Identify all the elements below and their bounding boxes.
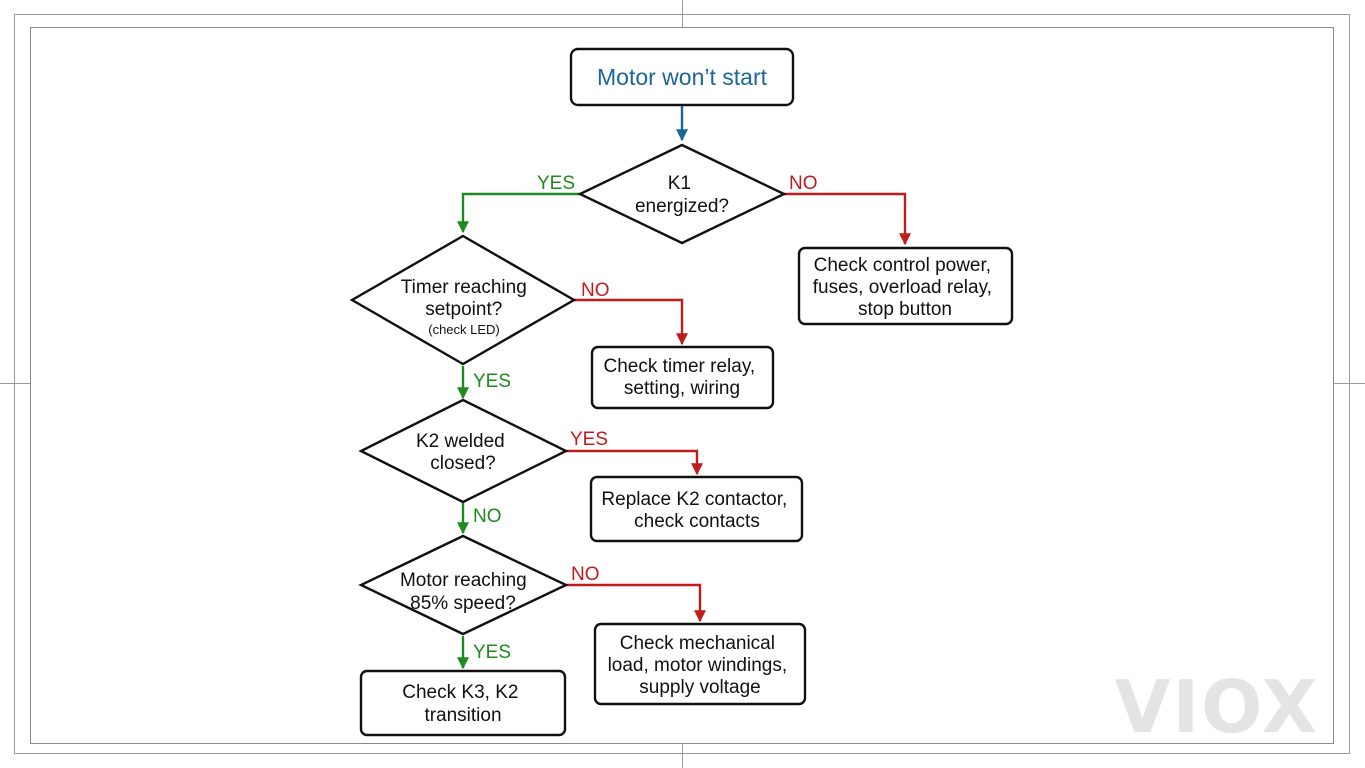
node-replace-k2: Replace K2 contactor, check contacts — [589, 475, 804, 543]
decision-k1-line2: energized? — [635, 196, 729, 217]
decision-k2-welded: K2 welded closed? — [358, 398, 569, 504]
svg-text:Check timer relay, setti: Check timer relay, setting, wiring — [604, 356, 761, 399]
node-check-timer-line2: setting, wiring — [624, 378, 740, 399]
inner-frame — [30, 27, 1334, 744]
decision-k2-line1: K2 welded — [416, 431, 505, 452]
svg-text:Check mechanical load, m: Check mechanical load, motor windings, s… — [608, 633, 793, 698]
label-k2-no: NO — [473, 506, 502, 527]
decision-k1-line1: K1 — [668, 173, 691, 194]
edge-speed-no — [566, 583, 706, 623]
label-timer-yes: YES — [473, 371, 511, 392]
node-replace-k2-line2: check contacts — [634, 511, 760, 532]
node-check-power-line2: fuses, overload relay, — [813, 277, 992, 298]
label-speed-no: NO — [571, 564, 600, 585]
label-timer-no: NO — [581, 280, 610, 301]
svg-text:Check K3, K2 transition: Check K3, K2 transition — [402, 682, 523, 726]
edge-timer-no — [574, 298, 688, 346]
crop-mark-left — [0, 383, 30, 384]
svg-text:K2 welded closed?: K2 welded closed? — [416, 431, 510, 474]
decision-k1: K1 energized? — [577, 143, 787, 245]
crop-mark-bottom — [682, 744, 683, 768]
label-k1-no: NO — [789, 173, 818, 194]
node-start: Motor won’t start — [569, 47, 795, 107]
node-check-control-power: Check control power, fuses, overload rel… — [797, 246, 1014, 326]
node-check-k3-line1: Check K3, K2 — [402, 682, 518, 703]
decision-speed-line2: 85% speed? — [410, 593, 516, 614]
decision-timer-line1: Timer reaching — [401, 277, 527, 298]
decision-timer-line2: setpoint? — [425, 299, 502, 320]
edge-k2-yes — [566, 449, 703, 476]
label-k1-yes: YES — [537, 173, 575, 194]
crop-mark-right — [1334, 383, 1365, 384]
svg-text:K1 energized?: K1 energized? — [635, 173, 729, 217]
node-check-timer-relay: Check timer relay, setting, wiring — [590, 345, 775, 410]
node-replace-k2-line1: Replace K2 contactor, — [601, 489, 787, 510]
decision-timer: Timer reaching setpoint? (check LED) — [349, 234, 577, 366]
decision-motor-speed: Motor reaching 85% speed? — [358, 534, 569, 636]
node-start-text: Motor won’t start — [597, 64, 768, 90]
decision-k2-line2: closed? — [430, 453, 496, 474]
edge-k1-no — [784, 192, 911, 246]
watermark-logo: VIOX — [1115, 665, 1320, 749]
crop-mark-top — [682, 0, 683, 27]
node-check-timer-line1: Check timer relay, — [604, 356, 756, 377]
node-check-power-line3: stop button — [858, 299, 952, 320]
node-check-mech-line3: supply voltage — [639, 677, 760, 698]
svg-text:Check control power, fus: Check control power, fuses, overload rel… — [813, 255, 997, 320]
svg-text:Replace K2 contactor, ch: Replace K2 contactor, check contacts — [601, 489, 792, 532]
decision-speed-line1: Motor reaching — [400, 570, 527, 591]
svg-text:Motor reaching 85% speed: Motor reaching 85% speed? — [400, 570, 532, 614]
decision-timer-line3: (check LED) — [428, 322, 500, 337]
node-check-power-line1: Check control power, — [814, 255, 991, 276]
node-check-k3-k2: Check K3, K2 transition — [359, 669, 567, 737]
edge-k1-yes — [457, 192, 580, 234]
edges — [457, 106, 911, 670]
node-check-mechanical: Check mechanical load, motor windings, s… — [593, 622, 807, 706]
node-check-mech-line1: Check mechanical — [620, 633, 775, 654]
label-k2-yes: YES — [570, 429, 608, 450]
node-check-k3-line2: transition — [424, 705, 501, 726]
node-check-mech-line2: load, motor windings, — [608, 655, 788, 676]
svg-text:Timer reaching setpoint?: Timer reaching setpoint? (check LED) — [401, 277, 531, 337]
edge-labels: YES NO NO YES YES NO NO YES — [473, 173, 818, 663]
label-speed-yes: YES — [473, 642, 511, 663]
